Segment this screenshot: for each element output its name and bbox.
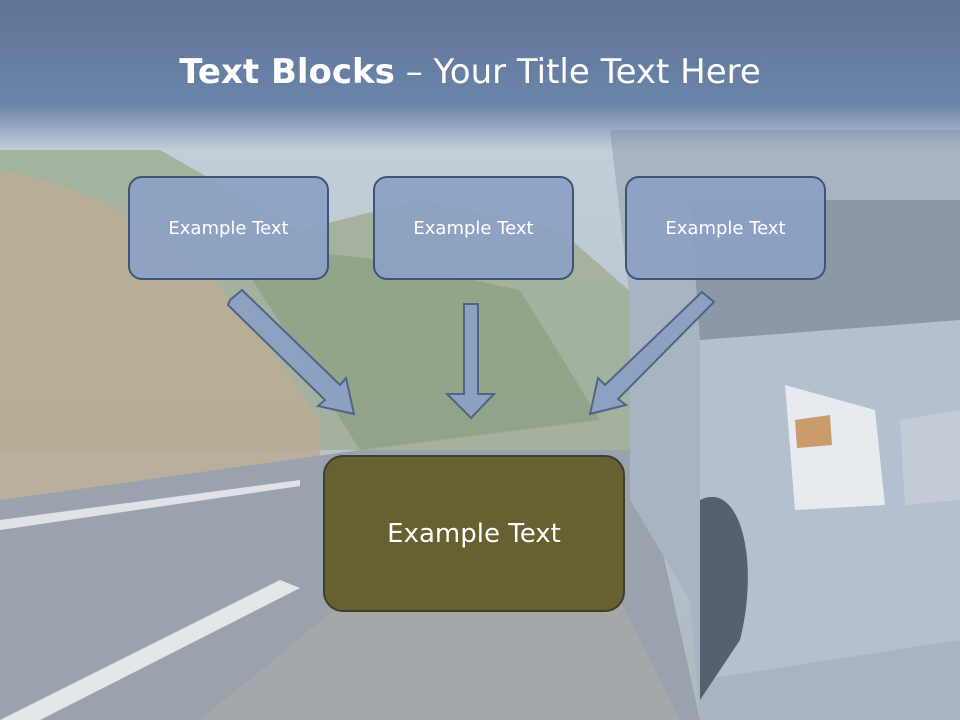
text-block-3[interactable]: Example Text bbox=[625, 176, 826, 280]
main-text-block[interactable]: Example Text bbox=[323, 455, 625, 612]
text-block-1-label: Example Text bbox=[168, 217, 289, 239]
arrow-down-icon bbox=[444, 303, 497, 420]
text-block-2[interactable]: Example Text bbox=[373, 176, 574, 280]
title-rest: Your Title Text Here bbox=[433, 52, 761, 92]
title-band bbox=[0, 0, 960, 150]
text-block-2-label: Example Text bbox=[413, 217, 534, 239]
arrow-right-icon bbox=[588, 290, 716, 416]
title-bold-part: Text Blocks bbox=[179, 52, 395, 92]
main-text-block-label: Example Text bbox=[387, 518, 561, 549]
title-separator: – bbox=[394, 52, 434, 92]
text-block-1[interactable]: Example Text bbox=[128, 176, 329, 280]
arrow-left-icon bbox=[226, 288, 356, 416]
text-block-3-label: Example Text bbox=[665, 217, 786, 239]
page-title: Text Blocks – Your Title Text Here bbox=[0, 52, 940, 92]
